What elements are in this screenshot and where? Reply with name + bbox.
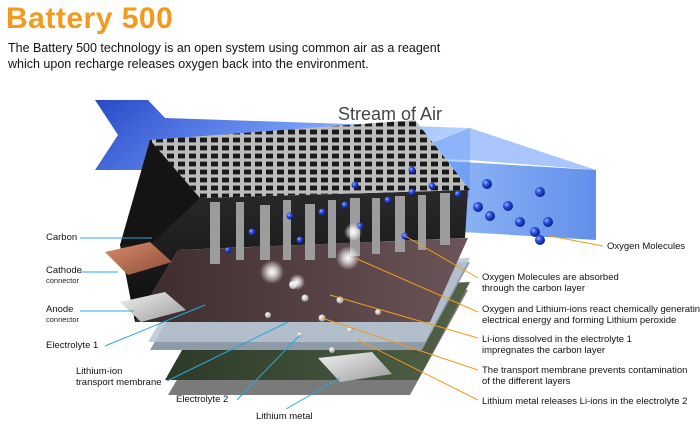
label-oxygen-react: Oxygen and Lithium-ions react chemically…: [482, 304, 700, 326]
label-transport-line-1: Lithium-ion: [76, 366, 123, 377]
label-electrolyte-1: Electrolyte 1: [46, 340, 99, 351]
battery-layers: [120, 120, 470, 395]
label-lithium-release: Lithium metal releases Li-ions in the el…: [482, 396, 688, 407]
label-membrane-line-2: of the different layers: [482, 376, 571, 387]
anode-connector: [120, 292, 186, 322]
label-absorbed-line-2: through the carbon layer: [482, 283, 585, 294]
lithium-metal-block: [318, 352, 392, 382]
label-transport-membrane: Lithium-ion transport membrane: [76, 366, 162, 388]
label-liions-dissolved: Li-ions dissolved in the electrolyte 1 i…: [482, 334, 632, 356]
left-callout-lines: [80, 237, 341, 410]
label-anode: Anode connector: [46, 304, 79, 324]
label-oxygen-absorbed: Oxygen Molecules are absorbed through th…: [482, 272, 619, 294]
label-cathode: Cathode connector: [46, 265, 82, 285]
label-liions-line-1: Li-ions dissolved in the electrolyte 1: [482, 334, 632, 345]
page-title: Battery 500: [6, 2, 174, 35]
stream-of-air-label: Stream of Air: [338, 104, 443, 124]
label-absorbed-line-1: Oxygen Molecules are absorbed: [482, 272, 619, 283]
label-oxygen-molecules: Oxygen Molecules: [607, 241, 686, 252]
label-anode-sub: connector: [46, 315, 79, 324]
label-transport-line-2: transport membrane: [76, 377, 162, 388]
label-transport-prevents: The transport membrane prevents contamin…: [482, 365, 687, 387]
label-react-line-1: Oxygen and Lithium-ions react chemically…: [482, 304, 700, 315]
label-lithium-metal: Lithium metal: [256, 411, 313, 422]
reaction-sparks: [260, 223, 362, 290]
label-liions-line-2: impregnates the carbon layer: [482, 345, 606, 356]
right-callout-lines: [321, 235, 604, 401]
label-react-line-2: electrical energy and forming Lithium pe…: [482, 315, 677, 326]
label-membrane-line-1: The transport membrane prevents contamin…: [482, 365, 688, 376]
intro-text: The Battery 500 technology is an open sy…: [8, 41, 441, 71]
label-electrolyte-2: Electrolyte 2: [176, 394, 229, 405]
label-carbon: Carbon: [46, 232, 78, 243]
label-cathode-sub: connector: [46, 276, 79, 285]
label-cathode-main: Cathode: [46, 265, 82, 276]
label-anode-main: Anode: [46, 304, 74, 315]
cathode-connector: [105, 242, 172, 275]
